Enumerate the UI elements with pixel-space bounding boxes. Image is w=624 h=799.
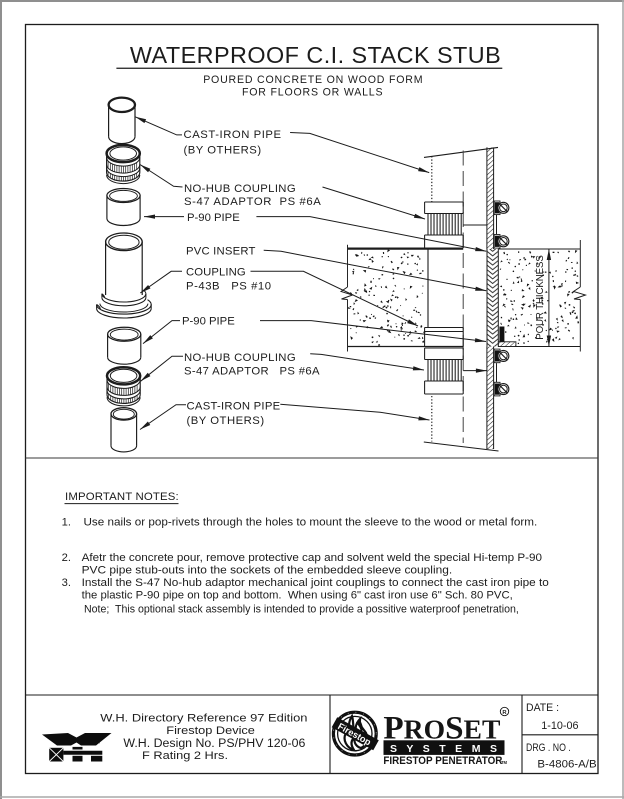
svg-text:PVC pipe stub-outs into the so: PVC pipe stub-outs into the sockets of t… — [82, 565, 453, 577]
svg-text:PVC INSERT: PVC INSERT — [186, 246, 256, 258]
svg-text:POUR THICKNESS: POUR THICKNESS — [535, 255, 546, 340]
svg-text:(BY OTHERS): (BY OTHERS) — [184, 144, 262, 156]
svg-text:1-10-06: 1-10-06 — [541, 720, 578, 732]
svg-text:P-90 PIPE: P-90 PIPE — [187, 212, 240, 224]
svg-text:P-90 PIPE: P-90 PIPE — [182, 315, 235, 327]
svg-text:NO-HUB COUPLING: NO-HUB COUPLING — [184, 183, 296, 195]
svg-text:DRG . NO .: DRG . NO . — [526, 742, 571, 754]
svg-text:FIRESTOP PENETRATOR: FIRESTOP PENETRATOR — [383, 755, 502, 767]
svg-text:Firestop Device: Firestop Device — [166, 725, 255, 737]
svg-text:COUPLING: COUPLING — [186, 267, 246, 279]
svg-text:R: R — [502, 710, 507, 716]
svg-text:IMPORTANT NOTES:: IMPORTANT NOTES: — [65, 491, 179, 503]
svg-text:P-43B PS #10: P-43B PS #10 — [186, 281, 272, 293]
svg-text:PROSET: PROSET — [383, 711, 500, 747]
svg-text:CAST-IRON PIPE: CAST-IRON PIPE — [184, 129, 282, 141]
svg-text:WATERPROOF C.I. STACK STUB: WATERPROOF C.I. STACK STUB — [130, 42, 501, 68]
svg-text:(BY OTHERS): (BY OTHERS) — [187, 415, 265, 427]
svg-text:2.: 2. — [62, 552, 71, 564]
svg-text:CAST-IRON PIPE: CAST-IRON PIPE — [187, 401, 281, 413]
svg-text:Install the S-47 No-hub adapto: Install the S-47 No-hub adaptor mechanic… — [82, 577, 549, 589]
svg-text:the plastic P-90 pipe on top a: the plastic P-90 pipe on top and bottom.… — [82, 590, 513, 602]
svg-text:S-47 ADAPTOR PS #6A: S-47 ADAPTOR PS #6A — [184, 196, 321, 208]
svg-text:B-4806-A/B: B-4806-A/B — [537, 758, 596, 770]
svg-text:F Rating 2 Hrs.: F Rating 2 Hrs. — [142, 750, 228, 762]
svg-text:3.: 3. — [62, 577, 71, 589]
svg-text:DATE :: DATE : — [526, 702, 559, 714]
svg-text:Use nails or pop-rivets throug: Use nails or pop-rivets through the hole… — [84, 516, 538, 528]
svg-text:S-47 ADAPTOR PS #6A: S-47 ADAPTOR PS #6A — [184, 365, 320, 377]
svg-text:Afetr the concrete pour, remov: Afetr the concrete pour, remove protecti… — [82, 552, 542, 564]
svg-text:W.H. Design No. PS/PHV 120-06: W.H. Design No. PS/PHV 120-06 — [123, 736, 305, 750]
svg-text:FOR FLOORS OR WALLS: FOR FLOORS OR WALLS — [242, 87, 383, 99]
svg-text:1.: 1. — [62, 516, 71, 528]
svg-text:NO-HUB COUPLING: NO-HUB COUPLING — [184, 352, 296, 364]
svg-text:POURED CONCRETE ON WOOD FORM: POURED CONCRETE ON WOOD FORM — [203, 74, 423, 86]
svg-text:Note; This optional stack ass: Note; This optional stack assembly is in… — [84, 604, 519, 616]
svg-text:TM: TM — [501, 760, 508, 765]
svg-text:W.H. Directory Reference 97 Ed: W.H. Directory Reference 97 Edition — [100, 712, 307, 724]
